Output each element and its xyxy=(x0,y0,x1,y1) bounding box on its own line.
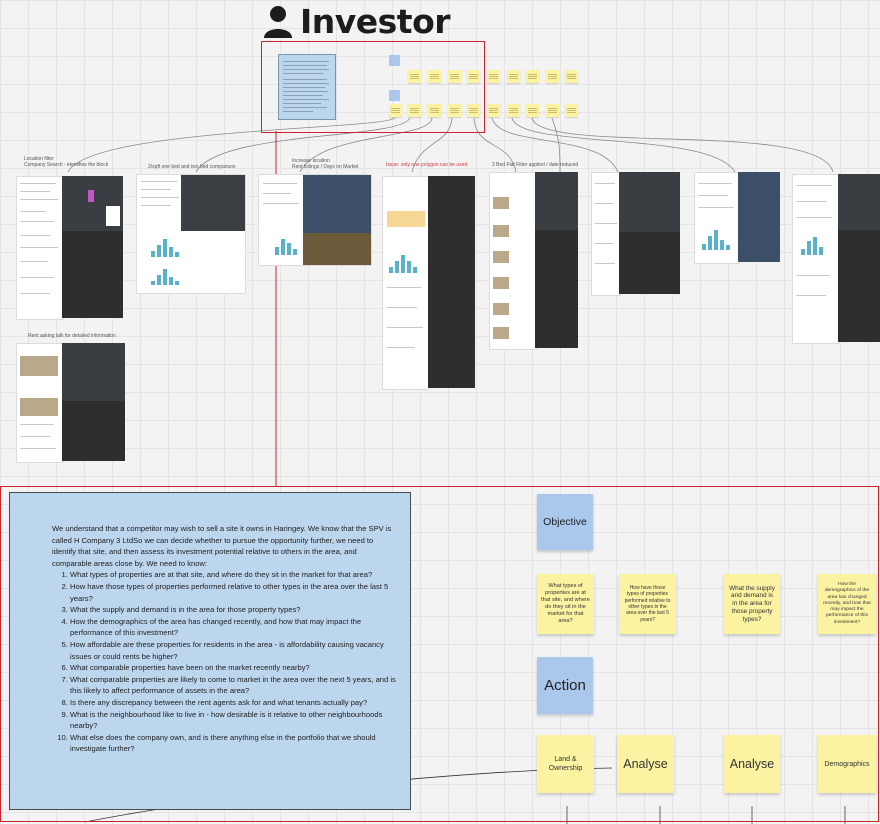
mini-sticky[interactable] xyxy=(526,104,539,117)
person-icon xyxy=(264,5,292,38)
mini-sticky[interactable] xyxy=(448,104,461,117)
question-sticky[interactable]: How the demographics of the area has cha… xyxy=(818,574,876,634)
brief-intro: We understand that a competitor may wish… xyxy=(52,524,392,568)
mini-sticky[interactable] xyxy=(487,104,500,117)
screenshot-panel[interactable] xyxy=(428,176,475,388)
screenshot-label: Increase location Rent listings / Days o… xyxy=(292,158,359,170)
question-sticky[interactable]: What the supply and demand is in the are… xyxy=(724,574,780,634)
brief-question-list: What types of properties are at that sit… xyxy=(52,569,397,755)
question-sticky[interactable]: What types of properties are at that sit… xyxy=(537,574,594,634)
question-sticky[interactable]: How have those types of properties perfo… xyxy=(619,574,676,634)
mini-sticky[interactable] xyxy=(487,70,500,83)
mini-sticky[interactable] xyxy=(408,104,421,117)
screenshot-rent-view[interactable] xyxy=(258,174,372,266)
brief-question: What comparable properties are likely to… xyxy=(70,674,397,697)
brief-question: What the supply and demand is in the are… xyxy=(70,604,397,616)
screenshot-label: 2 Bed Flat Filter applied / date reduced xyxy=(492,162,579,168)
screenshot-sidebar[interactable] xyxy=(591,172,621,296)
screenshot-map[interactable] xyxy=(619,172,680,232)
mini-action-sticky[interactable] xyxy=(389,90,400,101)
mini-sticky[interactable] xyxy=(565,70,578,83)
mini-sticky[interactable] xyxy=(428,104,441,117)
screenshot-chart-view[interactable] xyxy=(136,174,246,294)
brief-question: How affordable are these properties for … xyxy=(70,639,397,662)
mini-brief-card[interactable] xyxy=(278,54,336,120)
mini-sticky[interactable] xyxy=(448,70,461,83)
screenshot-listing-column[interactable] xyxy=(489,172,537,350)
mini-sticky[interactable] xyxy=(546,70,559,83)
mini-sticky[interactable] xyxy=(389,104,402,117)
brief-question: What types of properties are at that sit… xyxy=(70,569,397,581)
screenshot-label: Location filter Company Search - identif… xyxy=(24,156,109,168)
brief-question: What else does the company own, and is t… xyxy=(70,732,397,755)
action-item-sticky[interactable]: Analyse xyxy=(724,735,780,793)
action-item-sticky[interactable]: Demographics xyxy=(818,735,876,793)
brief-question: What comparable properties have been on … xyxy=(70,662,397,674)
screenshot-label: Rent asking talk for detailed informatio… xyxy=(28,333,116,339)
mini-sticky[interactable] xyxy=(428,70,441,83)
mini-sticky[interactable] xyxy=(546,104,559,117)
brief-question: How have those types of properties perfo… xyxy=(70,581,397,604)
mini-sticky[interactable] xyxy=(408,70,421,83)
action-item-sticky[interactable]: Land & Ownership xyxy=(537,735,594,793)
board-header: Investor xyxy=(262,2,451,41)
mini-sticky[interactable] xyxy=(507,104,520,117)
brief-question: Is there any discrepancy between the ren… xyxy=(70,697,397,709)
screenshot-map[interactable] xyxy=(62,176,123,231)
mini-objective-sticky[interactable] xyxy=(389,55,400,66)
screenshot-label: Issue: only one polygon can be used xyxy=(386,162,468,168)
screenshot-panel[interactable] xyxy=(62,231,123,318)
mini-sticky[interactable] xyxy=(467,104,480,117)
screenshot-sidebar[interactable] xyxy=(694,172,740,264)
screenshot-map[interactable] xyxy=(738,172,780,262)
screenshot-bar-chart xyxy=(700,226,736,250)
mini-sticky[interactable] xyxy=(507,70,520,83)
screenshot-sidebar[interactable] xyxy=(16,343,64,463)
screenshot-map[interactable] xyxy=(838,174,880,230)
screenshot-panel[interactable] xyxy=(62,401,125,461)
board-title: Investor xyxy=(300,2,451,41)
screenshot-map[interactable] xyxy=(62,343,125,401)
brief-text: We understand that a competitor may wish… xyxy=(52,523,397,755)
screenshot-map[interactable] xyxy=(535,172,578,230)
screenshot-panel[interactable] xyxy=(619,232,680,294)
overview-frame[interactable] xyxy=(261,41,485,133)
mini-sticky[interactable] xyxy=(526,70,539,83)
mini-sticky[interactable] xyxy=(565,104,578,117)
objective-sticky[interactable]: Objective xyxy=(537,494,593,550)
zoomed-frame[interactable] xyxy=(0,486,879,822)
brief-card[interactable]: We understand that a competitor may wish… xyxy=(9,492,411,810)
mini-sticky[interactable] xyxy=(467,70,480,83)
action-sticky[interactable]: Action xyxy=(537,657,593,714)
screenshot-panel[interactable] xyxy=(535,230,578,348)
brief-question: What is the neighbourhood like to live i… xyxy=(70,709,397,732)
screenshot-label: 2/sqft one bed and two bed comparison xyxy=(148,164,236,170)
screenshot-sidebar[interactable] xyxy=(16,176,64,320)
screenshot-panel[interactable] xyxy=(838,230,880,342)
brief-question: How the demographics of the area has cha… xyxy=(70,616,397,639)
screenshot-sidebar[interactable] xyxy=(792,174,840,344)
screenshot-sidebar[interactable] xyxy=(382,176,430,390)
action-item-sticky[interactable]: Analyse xyxy=(617,735,674,793)
